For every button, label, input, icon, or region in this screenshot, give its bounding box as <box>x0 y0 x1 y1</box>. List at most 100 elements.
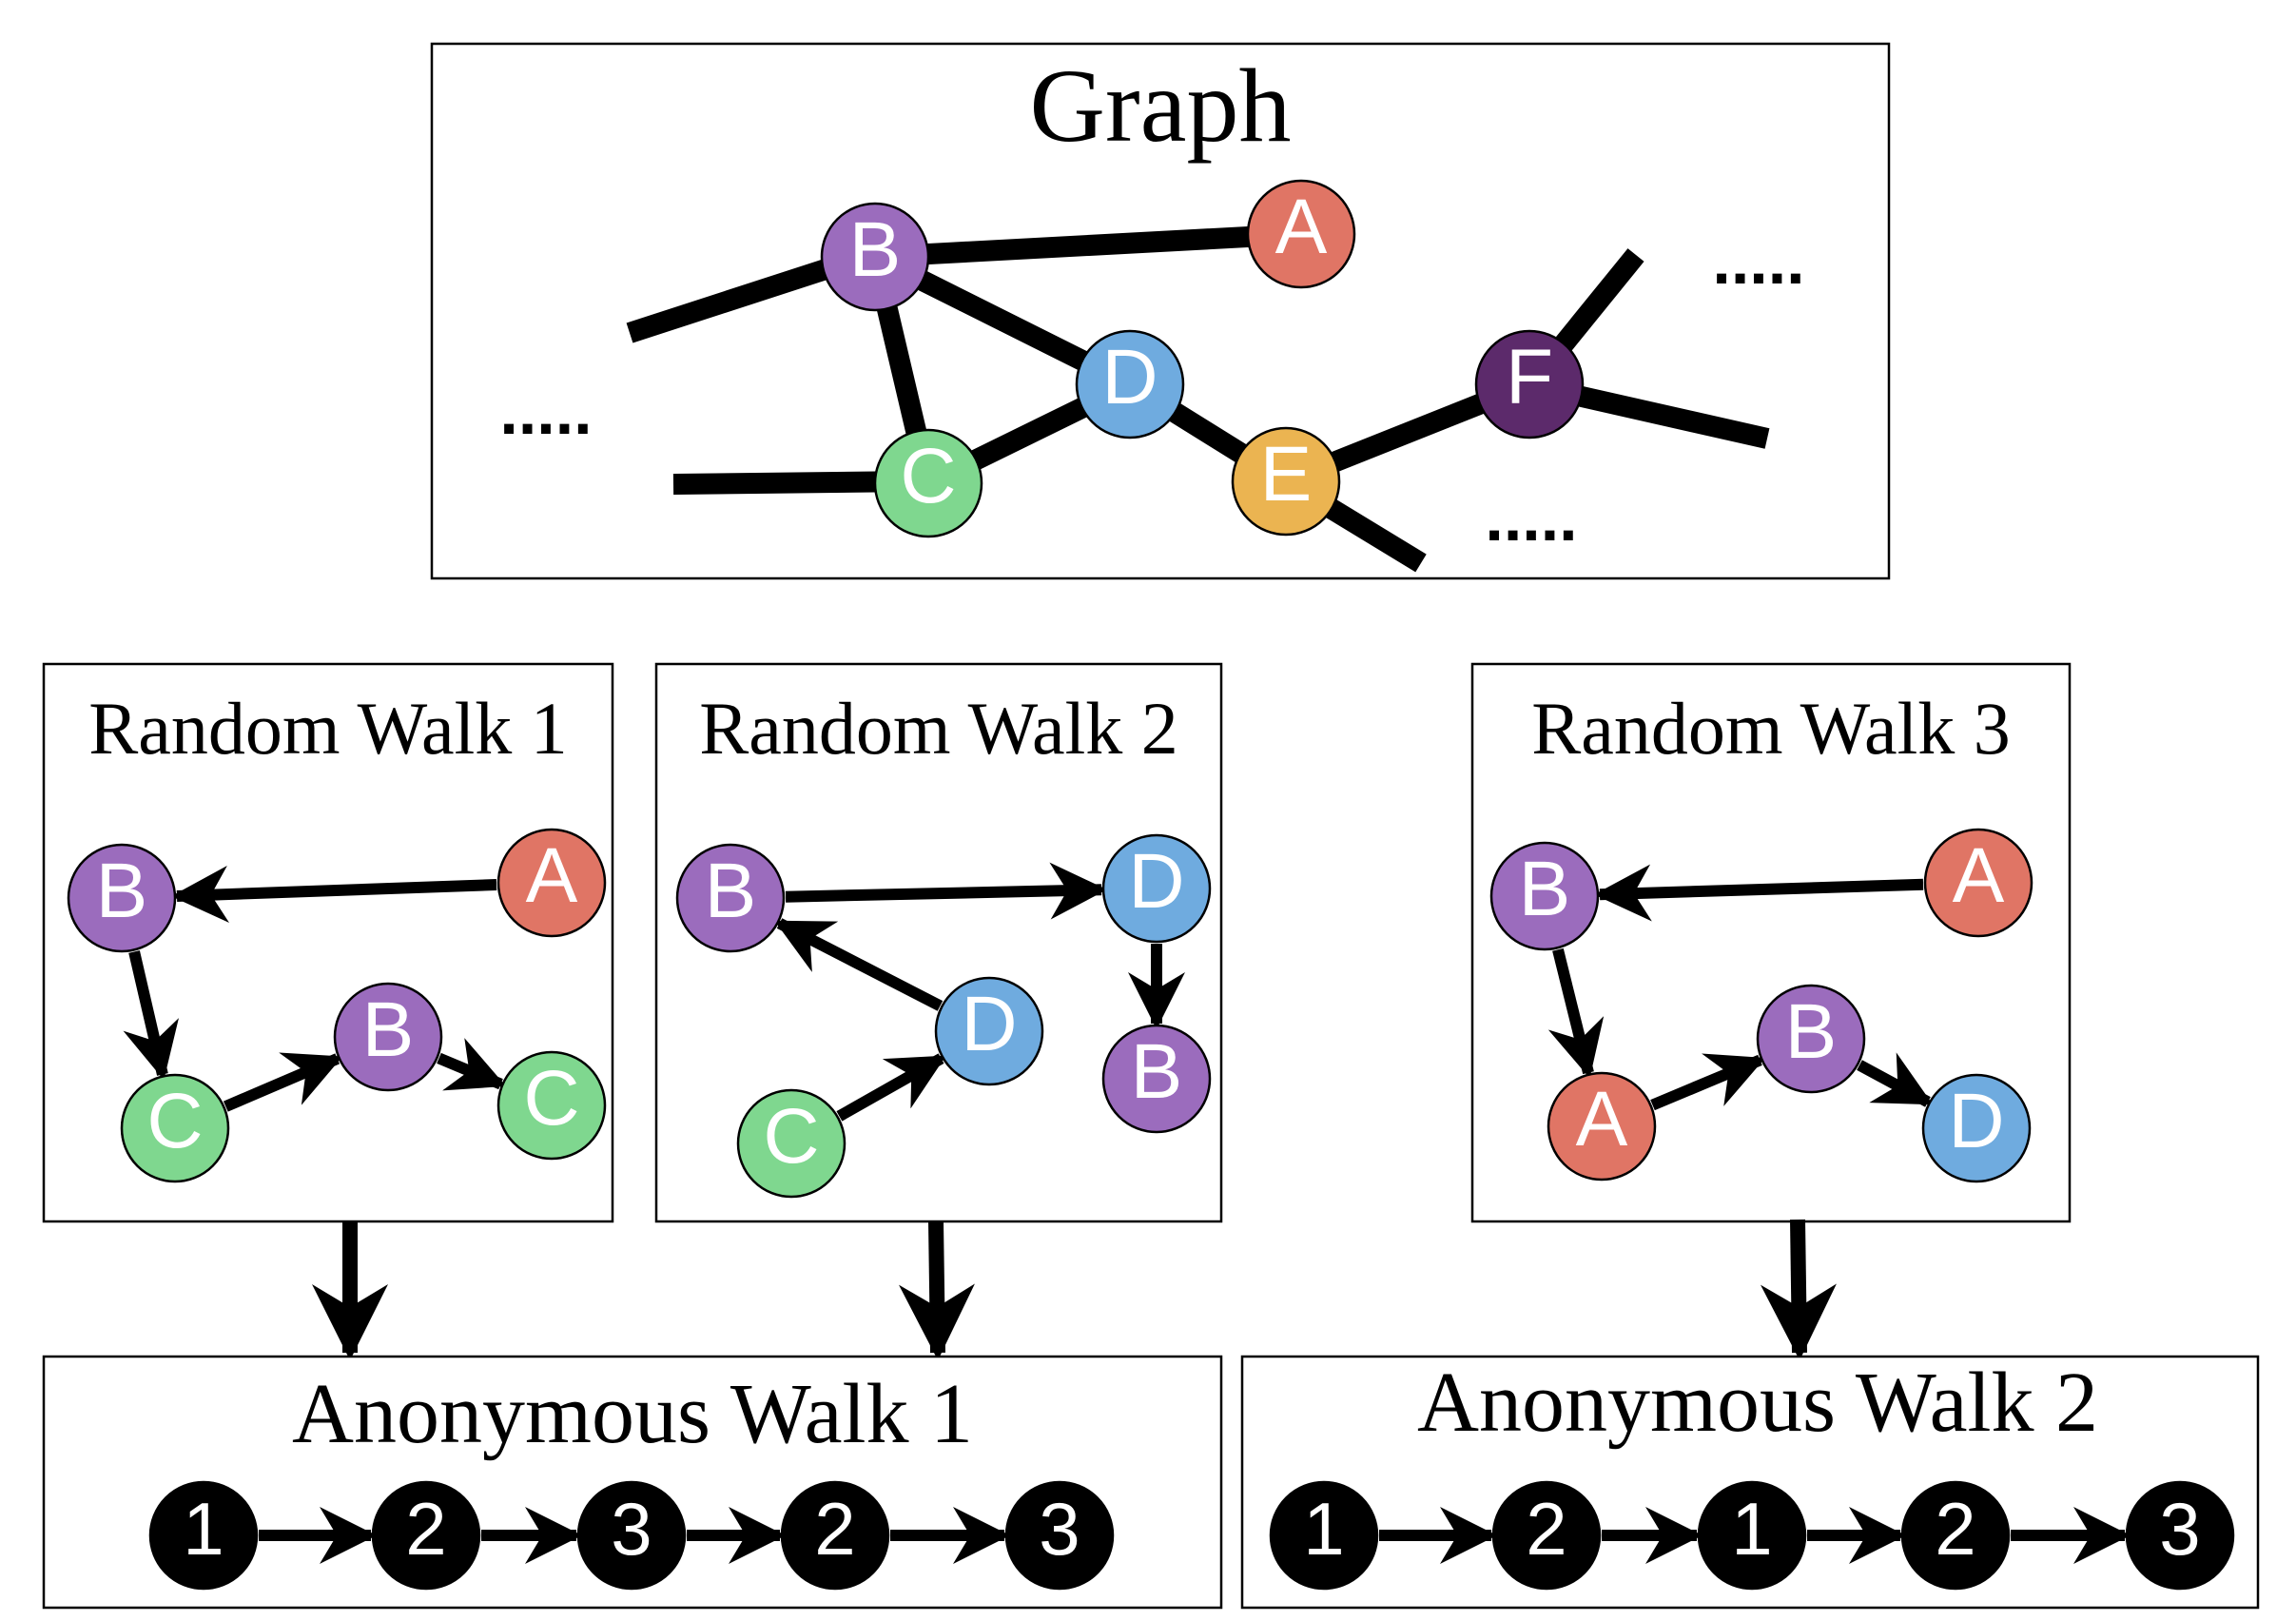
random-walk-2-node-4-label: D <box>1128 838 1184 925</box>
random-walk-2-node-3-label: B <box>705 848 757 934</box>
random-walk-2-node-5-label: B <box>1131 1028 1183 1115</box>
random-walk-1-node-4-circle <box>333 982 443 1092</box>
random-walk-3-node-1: A <box>1923 828 2033 938</box>
anonymous-walk-2-step-5: 3 <box>2125 1480 2235 1591</box>
graph-node-c-label: C <box>900 433 956 519</box>
graph-node-f-label: F <box>1506 334 1553 420</box>
random-walk-1-node-3-label: C <box>146 1078 203 1164</box>
graph-node-e-label: E <box>1260 431 1313 518</box>
anonymous-walk-1-step-1: 1 <box>148 1480 259 1591</box>
random-walk-3-node-4: B <box>1756 984 1866 1094</box>
flow-arrow-rw3-to-aw2 <box>1760 1219 1837 1360</box>
anonymous-walk-2-step-3: 1 <box>1697 1480 1807 1591</box>
anonymous-walk-2-step-3-label: 1 <box>1731 1487 1772 1571</box>
random-walk-1-arrow-3 <box>223 1052 343 1112</box>
anonymous-walk-1-step-4-circle <box>780 1480 890 1591</box>
random-walk-2-arrow-2 <box>774 918 944 1011</box>
graph-node-d: D <box>1075 329 1185 439</box>
anonymous-walk-1-step-1-circle <box>148 1480 259 1591</box>
anonymous-walk-1-step-2-circle <box>371 1480 481 1591</box>
anonymous-walk-1-step-3-label: 3 <box>611 1487 652 1571</box>
anonymous-walk-2-step-5-label: 3 <box>2159 1487 2200 1571</box>
graph-node-d-circle <box>1075 329 1185 439</box>
graph-node-b: B <box>820 202 930 312</box>
random-walk-2-node-1-label: C <box>763 1093 819 1180</box>
graph-node-f: F <box>1474 329 1585 439</box>
random-walk-1-node-5: C <box>496 1050 607 1161</box>
graph-node-d-label: D <box>1101 334 1158 420</box>
anonymous-walk-1-step-3: 3 <box>576 1480 687 1591</box>
random-walk-2-node-1: C <box>736 1088 846 1199</box>
graph-dangling-edge-b <box>626 248 862 343</box>
random-walk-3-node-3-circle <box>1547 1071 1657 1182</box>
anonymous-walk-1-step-2: 2 <box>371 1480 481 1591</box>
graph-node-e-circle <box>1231 426 1341 537</box>
anonymous-walk-2-step-2-label: 2 <box>1526 1487 1566 1571</box>
random-walk-1-node-3-circle <box>120 1073 230 1183</box>
random-walk-3-node-1-circle <box>1923 828 2033 938</box>
random-walk-1-node-4: B <box>333 982 443 1092</box>
random-walk-2-arrow-1 <box>836 1053 946 1122</box>
random-walk-3-node-2-circle <box>1489 841 1600 951</box>
random-walk-3-arrow-2 <box>1547 947 1605 1079</box>
anonymous-walk-1-title: Anonymous Walk 1 <box>292 1367 973 1461</box>
graph-node-a-circle <box>1246 179 1356 289</box>
random-walk-1-node-5-circle <box>496 1050 607 1161</box>
random-walk-3-arrow-4 <box>1857 1052 1934 1107</box>
random-walk-1-node-1-circle <box>496 828 607 938</box>
random-walk-1-node-2-label: B <box>96 848 148 934</box>
anonymous-walk-2-step-5-circle <box>2125 1480 2235 1591</box>
graph-ellipsis-bottom-right: ..... <box>1485 480 1577 555</box>
graph-title: Graph <box>1030 48 1292 164</box>
random-walk-2-node-3: B <box>675 843 786 953</box>
random-walk-2-node-5: B <box>1101 1024 1212 1134</box>
graph-node-a-label: A <box>1275 184 1328 270</box>
random-walk-2-node-4-circle <box>1101 833 1212 944</box>
anonymous-walk-1-step-1-label: 1 <box>183 1487 224 1571</box>
random-walk-3-node-1-label: A <box>1953 832 2005 919</box>
random-walk-2-node-2-label: D <box>961 981 1017 1067</box>
random-walk-1-node-2: B <box>67 843 177 953</box>
anonymous-walk-2-title: Anonymous Walk 2 <box>1417 1356 2098 1450</box>
random-walk-2-node-1-circle <box>736 1088 846 1199</box>
graph-ellipsis-top-right: ..... <box>1712 224 1804 298</box>
graph-node-c-circle <box>873 428 983 538</box>
random-walk-3-node-2: B <box>1489 841 1600 951</box>
random-walk-3-node-4-label: B <box>1785 988 1838 1075</box>
random-walk-panel-3: Random Walk 3 A B A B D <box>1470 662 2072 1223</box>
random-walk-2-node-5-circle <box>1101 1024 1212 1134</box>
random-walk-1-node-5-label: C <box>523 1055 579 1142</box>
anonymous-walk-1-step-4: 2 <box>780 1480 890 1591</box>
anonymous-walk-1-step-2-label: 2 <box>405 1487 446 1571</box>
random-walk-3-arrow-1 <box>1593 864 1924 922</box>
anonymous-walk-2-step-4-circle <box>1900 1480 2011 1591</box>
anonymous-walk-1-step-5: 3 <box>1004 1480 1115 1591</box>
random-walk-3-node-5-label: D <box>1948 1078 2004 1164</box>
random-walk-1-node-4-label: B <box>362 986 415 1073</box>
random-walk-3-arrow-3 <box>1650 1053 1766 1111</box>
random-walk-1-arrow-1 <box>170 866 497 924</box>
random-walk-3-title: Random Walk 3 <box>1531 687 2011 770</box>
random-walk-2-node-4: D <box>1101 833 1212 944</box>
random-walk-3-graph: A B A B D <box>1489 828 2033 1183</box>
random-walk-3-node-3-label: A <box>1576 1076 1628 1162</box>
anonymous-walk-2-step-2: 2 <box>1491 1480 1602 1591</box>
anonymous-walk-1-step-4-label: 2 <box>814 1487 855 1571</box>
random-walk-1-node-2-circle <box>67 843 177 953</box>
graph-nodes: B A D C E F <box>820 179 1585 538</box>
graph-node-f-circle <box>1474 329 1585 439</box>
graph-node-b-label: B <box>849 206 902 293</box>
anonymous-walk-1-step-5-label: 3 <box>1039 1487 1080 1571</box>
random-walk-2-node-2-circle <box>934 976 1044 1086</box>
random-walk-3-node-2-label: B <box>1519 846 1571 932</box>
random-walk-1-node-1: A <box>496 828 607 938</box>
anonymous-walk-panel-1: Anonymous Walk 1 1 2 3 2 3 <box>42 1355 1223 1610</box>
random-walk-1-arrow-4 <box>437 1038 507 1091</box>
anonymous-walk-2-step-1-circle <box>1269 1480 1379 1591</box>
random-walk-1-title: Random Walk 1 <box>88 687 568 770</box>
